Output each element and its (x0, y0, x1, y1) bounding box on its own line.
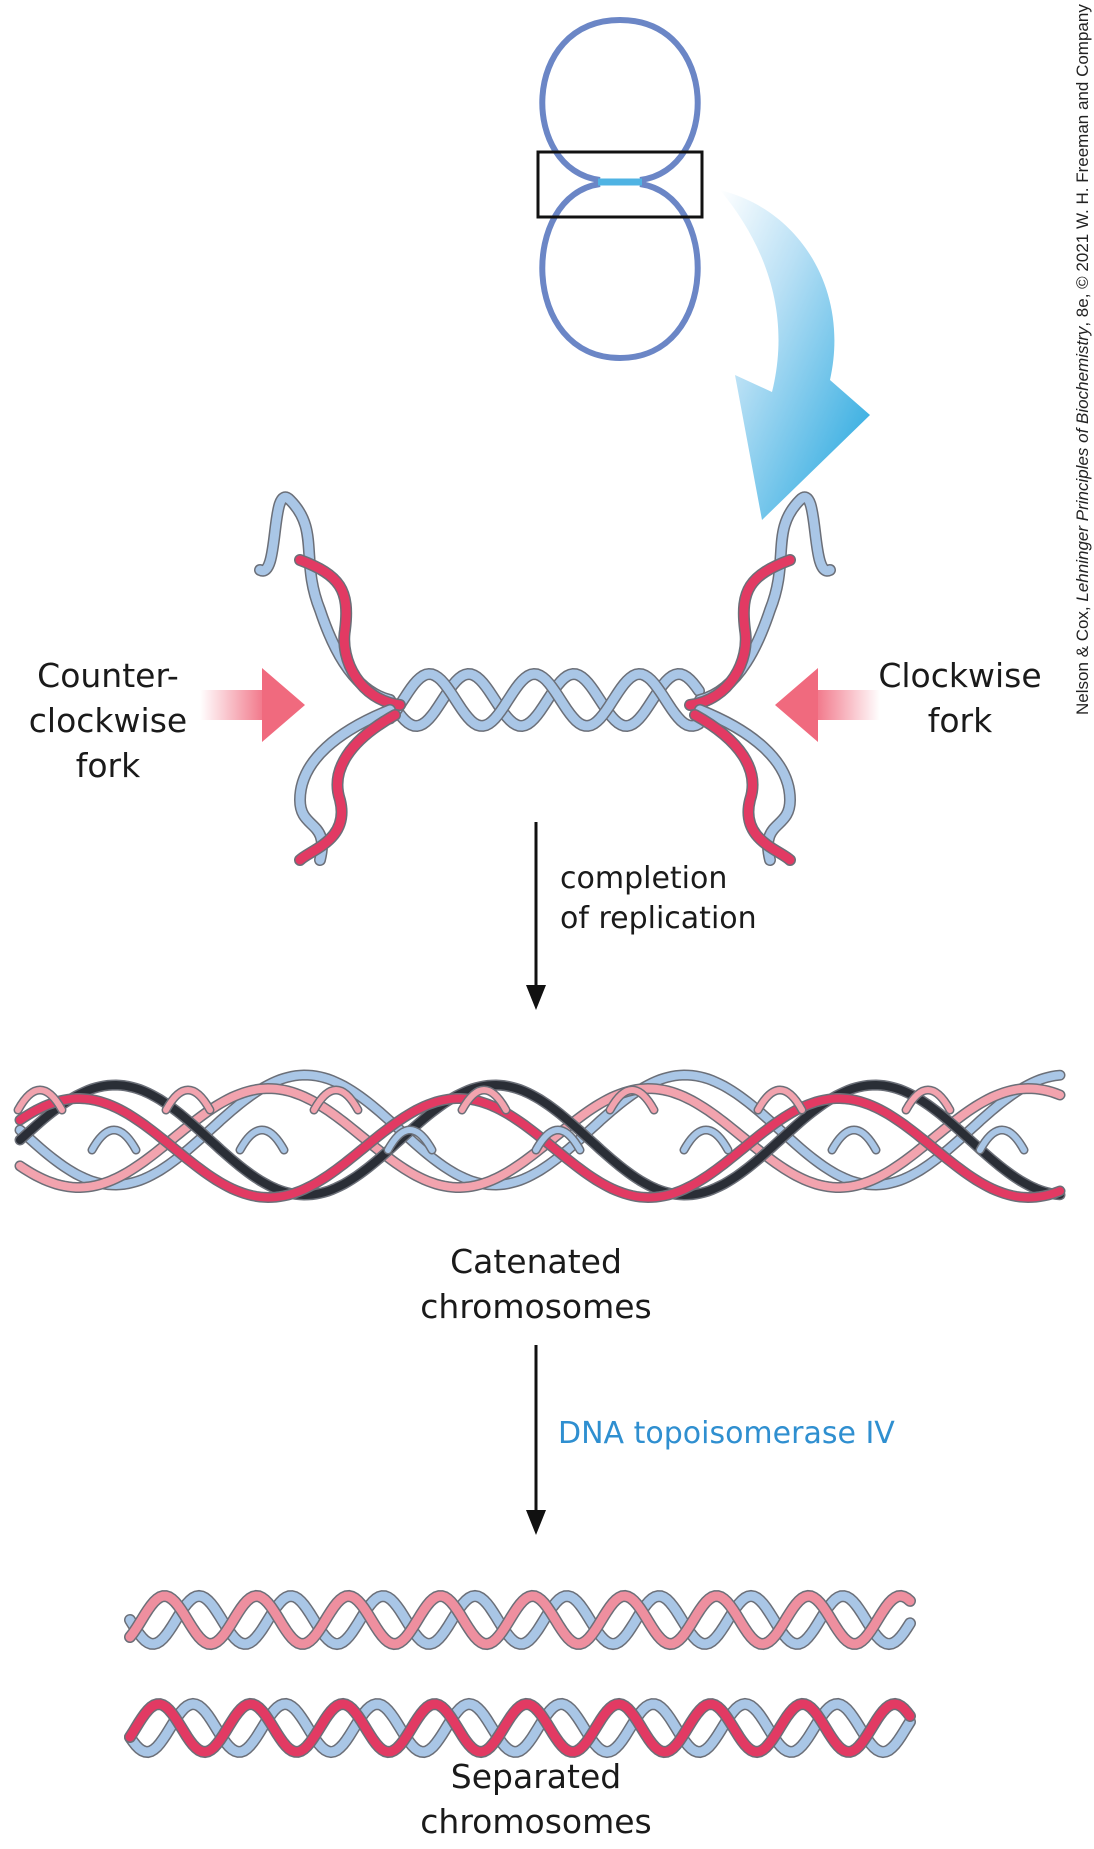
twist-strand (533, 1127, 583, 1153)
credit-book: Lehninger Principles of Biochemistry (1073, 325, 1092, 601)
step-label-line: completion (560, 861, 727, 896)
catenated-twist (827, 1125, 881, 1155)
separated-chromosome-bottom (124, 1697, 916, 1759)
label-line: clockwise (29, 701, 187, 740)
catenated-twist (679, 1125, 733, 1155)
catenated-twist (13, 1085, 67, 1115)
dna-strand (125, 1699, 915, 1757)
catenated-twist (309, 1085, 363, 1115)
credit-prefix: Nelson & Cox, (1073, 602, 1092, 715)
dna-strand (385, 669, 704, 731)
label-line: fork (928, 701, 993, 740)
twist-strand (977, 1127, 1027, 1153)
replication-forks-helix (254, 491, 836, 866)
twist-strand (237, 1127, 287, 1153)
twist-strand (755, 1087, 805, 1113)
catenated-twist (975, 1125, 1029, 1155)
fork-arm-strand (685, 555, 795, 710)
twist-strand (15, 1087, 65, 1113)
step-label-line: of replication (560, 901, 757, 936)
catenated-twist (161, 1085, 215, 1115)
counterclockwise-fork-arrow (200, 668, 305, 742)
counterclockwise-fork-label: Counter- clockwise fork (29, 656, 187, 785)
dna-strand (385, 669, 704, 731)
twist-strand (163, 1087, 213, 1113)
separated-label-line: Separated (451, 1757, 621, 1796)
catenated-label-line: Catenated (450, 1242, 622, 1281)
enzyme-label: DNA topoisomerase IV (558, 1416, 895, 1451)
label-line: fork (76, 746, 141, 785)
catenated-twist (753, 1085, 807, 1115)
fork-arm-strand (295, 710, 400, 865)
dna-strand (125, 1591, 915, 1649)
catenated-twist (87, 1125, 141, 1155)
clockwise-fork-arrow (775, 668, 880, 742)
credit-suffix: , 8e, © 2021 W. H. Freeman and Company (1073, 4, 1092, 327)
catenated-chromosomes (13, 1069, 1066, 1204)
twist-strand (607, 1087, 657, 1113)
twist-strand (385, 1127, 435, 1153)
label-line: Clockwise (878, 656, 1041, 695)
fork-arm-strand (295, 555, 405, 710)
catenated-label-line: chromosomes (420, 1287, 651, 1326)
label-line: Counter- (37, 656, 179, 695)
catenated-twist (383, 1125, 437, 1155)
twist-strand (89, 1127, 139, 1153)
dna-strand (125, 1699, 915, 1757)
completion-arrow (526, 822, 546, 1010)
fork-arm-strand (690, 710, 795, 865)
zoom-arrow (720, 190, 870, 520)
twist-strand (903, 1087, 953, 1113)
catenated-strand (16, 1070, 1064, 1190)
topoisomerase-arrow (526, 1345, 546, 1535)
catenated-twist (531, 1125, 585, 1155)
fork-arm-strand (295, 705, 395, 865)
clockwise-fork-label: Clockwise fork (878, 656, 1041, 740)
catenated-strand (16, 1080, 1064, 1200)
terminus-box (536, 150, 704, 219)
fork-arm-strand (695, 492, 835, 705)
fork-arm-strand (695, 705, 795, 865)
separated-label-line: chromosomes (420, 1802, 651, 1841)
catenated-twist (901, 1085, 955, 1115)
separated-chromosome-top (124, 1589, 916, 1651)
twist-strand (311, 1087, 361, 1113)
credit-line: Nelson & Cox, Lehninger Principles of Bi… (1073, 4, 1092, 715)
catenated-twist (457, 1085, 511, 1115)
catenated-twist (605, 1085, 659, 1115)
circular-chromosome (536, 16, 704, 362)
twist-strand (681, 1127, 731, 1153)
catenated-twist (235, 1125, 289, 1155)
twist-strand (459, 1087, 509, 1113)
twist-strand (829, 1127, 879, 1153)
fork-arm-strand (255, 492, 395, 705)
